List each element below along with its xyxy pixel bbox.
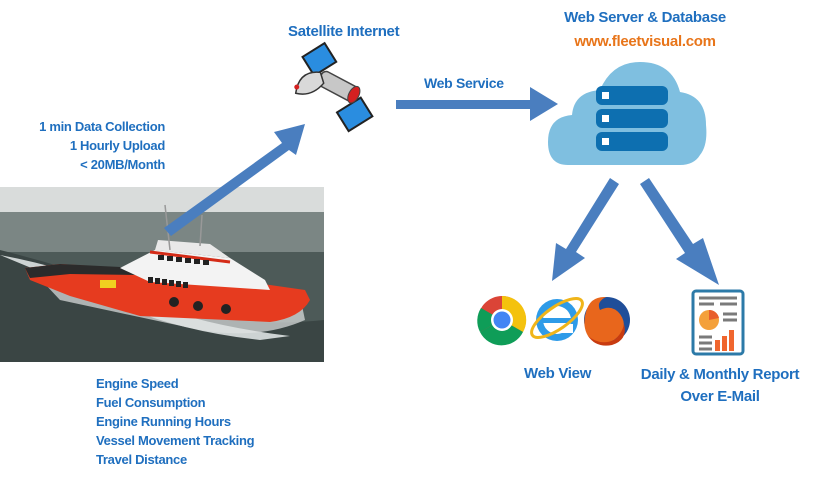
web-view-label: Web View [524,365,592,382]
report-label-line2: Over E-Mail [680,388,760,405]
report-label-line1: Daily & Monthly Report [640,366,800,383]
chrome-icon [477,295,527,346]
web-service-label: Web Service [424,75,504,91]
report-arrow [640,178,719,285]
server-title: Web Server & Database [564,9,726,26]
metric-item: Fuel Consumption [96,395,206,410]
report-label: Daily & Monthly Report Over E-Mail [630,364,810,408]
server-url[interactable]: www.fleetvisual.com [574,33,716,50]
web-service-arrow [396,87,558,121]
firefox-icon [584,296,630,346]
internet-explorer-icon [530,297,584,341]
upload-info-line: < 20MB/Month [80,157,165,172]
metric-item: Engine Running Hours [96,414,231,429]
satellite-icon [294,41,374,133]
upload-info: 1 min Data Collection 1 Hourly Upload < … [10,117,165,174]
vessel-photo [0,187,324,362]
upload-info-line: 1 Hourly Upload [69,138,165,153]
metric-item: Engine Speed [96,376,179,391]
metric-item: Travel Distance [96,452,187,467]
uplink-arrow [164,124,305,236]
web-view-arrow [552,178,619,281]
report-icon [691,289,745,356]
metric-item: Vessel Movement Tracking [96,433,255,448]
upload-info-line: 1 min Data Collection [39,119,165,134]
cloud-server-icon [548,62,707,165]
vessel-metrics-list: Engine Speed Fuel Consumption Engine Run… [96,374,255,469]
satellite-title: Satellite Internet [288,23,400,40]
